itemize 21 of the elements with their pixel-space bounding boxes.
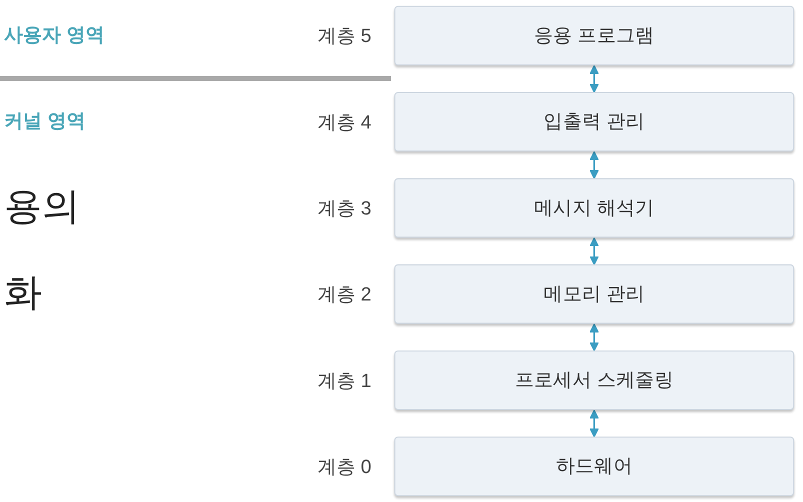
layer-label: 계층 5 [317,26,372,48]
node-box: 메모리 관리 [394,264,794,324]
node-box: 메시지 해석기 [394,178,794,238]
layer-label: 계층 0 [317,456,372,478]
layer-label: 계층 3 [317,198,372,220]
node-box: 입출력 관리 [394,92,794,152]
arrow [590,64,599,93]
layer-label: 계층 4 [317,112,372,134]
arrow [590,323,599,352]
layer-label: 계층 1 [317,370,372,392]
node-box: 프로세서 스케줄링 [394,350,794,410]
area-label: 사용자 영역 [4,24,104,46]
arrow [590,237,599,266]
node-box: 하드웨어 [394,436,794,496]
node-box: 응용 프로그램 [394,6,794,66]
area-label: 커널 영역 [4,110,86,133]
slide-text: 용의 [4,186,80,230]
slide-text: 화 [4,272,42,316]
arrow [590,151,599,180]
arrow [590,409,599,438]
layer-label: 계층 2 [317,284,372,306]
